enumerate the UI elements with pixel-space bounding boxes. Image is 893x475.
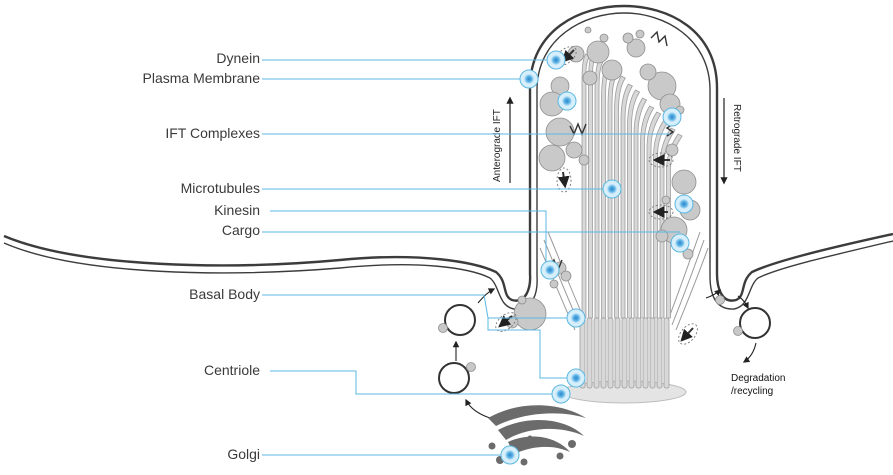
ift-particle (636, 30, 644, 38)
ift-particle (583, 71, 597, 85)
ift-particle (623, 33, 633, 43)
marker-dot (556, 389, 566, 399)
marker-dot (505, 450, 515, 460)
ift-particle (600, 34, 608, 42)
ift-particle (587, 41, 609, 63)
marker-dot (524, 74, 534, 84)
ift-particle (662, 196, 670, 204)
basal-body-tubule (636, 318, 641, 388)
basal-body-tubule (643, 318, 648, 388)
ift-particle (561, 271, 571, 281)
ift-particle (566, 142, 582, 158)
ift-particle (518, 296, 526, 304)
basal-body-tubule (594, 318, 599, 388)
centriole-vesicle (439, 363, 469, 393)
marker-dot (551, 55, 561, 65)
label-cargo: Cargo (222, 222, 260, 238)
ift-particle (672, 170, 696, 194)
label-plasma-membrane: Plasma Membrane (143, 70, 261, 86)
basal-body-tubule (622, 318, 627, 388)
plasma-membrane-outer (4, 6, 893, 301)
label-ift-complexes: IFT Complexes (165, 125, 260, 141)
ift-particle (539, 145, 565, 171)
label-microtubules: Microtubules (181, 180, 260, 196)
degradation-label-line2: /recycling (731, 386, 773, 397)
label-kinesin: Kinesin (214, 202, 260, 218)
label-dynein: Dynein (216, 50, 260, 66)
basal-body-tubule (664, 318, 669, 388)
basal-body-tubule (629, 318, 634, 388)
marker-dot (562, 96, 572, 106)
anterograde-label: Anterograde IFT (492, 109, 503, 182)
marker-dot (667, 112, 677, 122)
marker-dot (679, 199, 689, 209)
basal-body-tubule (615, 318, 620, 388)
ift-particle (585, 27, 591, 33)
label-centriole: Centriole (204, 362, 260, 378)
ift-particle (546, 118, 574, 146)
ift-particle (602, 60, 622, 80)
marker-dot (571, 373, 581, 383)
basal-body-tubule (657, 318, 662, 388)
ift-particle (550, 280, 558, 288)
basal-body-tubule (608, 318, 613, 388)
retrograde-label: Retrograde IFT (731, 104, 742, 172)
ift-particle (579, 155, 589, 165)
basal-body-tubule (601, 318, 606, 388)
degradation-label-line1: Degradation (731, 373, 785, 384)
ift-particle (640, 64, 656, 80)
plasma-membrane-inner (4, 13, 893, 309)
basal-body-tubule (650, 318, 655, 388)
label-basal-body: Basal Body (189, 286, 260, 302)
basal-body-tubule (587, 318, 592, 388)
vesicle-upper (445, 305, 475, 335)
label-golgi: Golgi (227, 446, 260, 462)
marker-dot (545, 265, 555, 275)
marker-dot (571, 313, 581, 323)
marker-dot (675, 238, 685, 248)
marker-dot (607, 184, 617, 194)
degradation-vesicle (740, 308, 770, 338)
